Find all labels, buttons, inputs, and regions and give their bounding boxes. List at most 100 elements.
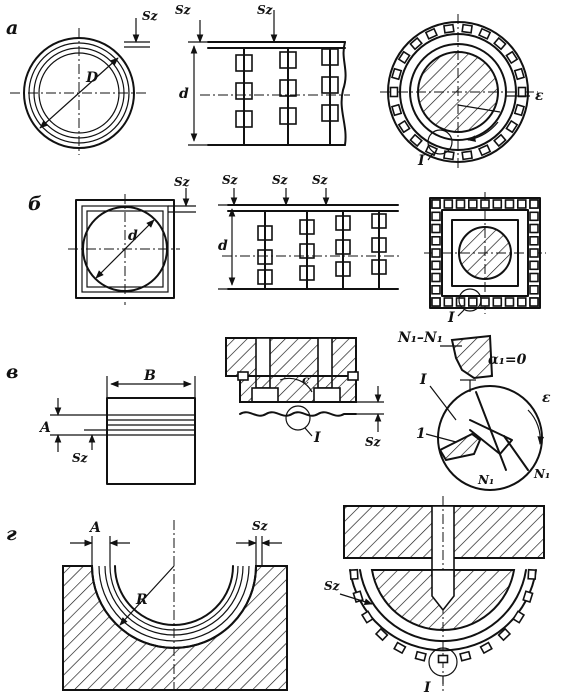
ring-tooth: [504, 199, 515, 209]
ring-tooth: [455, 199, 466, 209]
ring-tooth: [443, 199, 454, 209]
ring-tooth: [529, 223, 539, 234]
ring-tooth: [431, 223, 441, 234]
row-v-section-n1: N₁–N₁ α₁=0 ε I 1 N₁ N₁: [397, 330, 551, 491]
angle-label-eps-a: ε: [535, 88, 544, 104]
feed-label-b3: Sz: [272, 173, 289, 187]
ring-tooth: [461, 23, 473, 34]
ring-tooth: [443, 297, 454, 307]
ring-tooth: [497, 627, 512, 642]
ring-tooth: [513, 103, 526, 117]
ring-tooth: [437, 654, 449, 664]
diameter-label-d-b2: d: [218, 238, 228, 254]
ring-tooth: [397, 50, 411, 65]
tooth-column-1: [235, 47, 253, 146]
feed-label-v2: Sz: [365, 435, 382, 449]
ring-tooth: [431, 284, 441, 295]
ring-tooth: [492, 199, 503, 209]
detail-label-g: I: [423, 680, 431, 696]
detail-label-a: I: [417, 153, 425, 169]
tooth-column-2: [279, 47, 297, 146]
n1-label-right: N₁: [533, 467, 550, 481]
ring-teeth-b: [431, 199, 539, 307]
ring-tooth: [529, 199, 539, 209]
feed-label-a3: Sz: [257, 3, 274, 17]
ring-tooth: [431, 272, 441, 283]
radius-label-R: R: [135, 592, 148, 608]
ring-tooth: [390, 67, 403, 81]
ring-tooth: [360, 610, 374, 624]
ring-tooth: [516, 199, 527, 209]
spacing-label-c: c: [302, 373, 310, 387]
row-v-broach-assembly: c I Sz: [225, 337, 384, 449]
row-a-roll-side-view: d Sz Sz: [175, 3, 350, 146]
feed-label-b4: Sz: [312, 173, 329, 187]
ring-tooth: [431, 199, 441, 209]
ring-tooth: [479, 641, 493, 655]
part-label-1: 1: [416, 426, 426, 442]
ring-tooth: [529, 236, 539, 246]
ring-tooth: [459, 650, 472, 662]
feed-label-a2: Sz: [175, 3, 192, 17]
feed-label-g2: Sz: [324, 579, 341, 593]
ring-tooth: [529, 260, 539, 271]
tooth-column-b2: [299, 210, 315, 290]
row-label-b: б: [28, 193, 42, 215]
ring-tooth: [397, 119, 411, 134]
row-a-concentric-rings: D Sz: [10, 9, 159, 155]
ring-tooth: [527, 568, 537, 580]
ring-tooth: [389, 86, 399, 98]
ring-tooth: [522, 590, 534, 603]
ring-tooth: [529, 211, 539, 222]
ring-tooth: [390, 103, 403, 117]
ring-tooth: [443, 150, 455, 161]
section-label: N₁–N₁: [397, 330, 443, 346]
detail-label-v2: I: [419, 372, 427, 388]
ring-tooth: [443, 23, 455, 34]
feed-label-b1: Sz: [174, 175, 191, 189]
ring-tooth: [409, 36, 423, 51]
ring-tooth: [349, 568, 359, 580]
ring-tooth: [480, 297, 490, 307]
ring-tooth: [529, 272, 539, 283]
diameter-label-d-a: d: [179, 86, 189, 102]
row-label-v: в: [6, 361, 18, 383]
row-a-cross-section: ε I: [380, 14, 544, 170]
row-b-square-cross-section: I: [424, 192, 546, 326]
tooth-column-b3: [335, 210, 351, 290]
ring-tooth: [477, 27, 492, 40]
ring-tooth: [505, 119, 519, 134]
depth-label-A-v: A: [38, 420, 51, 436]
row-label-g: г: [6, 523, 17, 545]
ring-tooth: [477, 144, 492, 157]
ring-tooth: [467, 297, 478, 307]
ring-tooth: [529, 297, 539, 307]
row-b-roll-side-view: d Sz Sz Sz: [218, 173, 402, 290]
detail-label-v1: I: [313, 430, 321, 446]
ring-tooth: [467, 199, 478, 209]
row-g-rotary-broach: Sz I: [324, 496, 545, 696]
ring-tooth: [431, 260, 441, 271]
ring-tooth: [414, 650, 427, 662]
tooth-column-b1: [257, 210, 273, 290]
ring-tooth: [431, 236, 441, 246]
row-v-flat-plate: B A Sz: [38, 368, 196, 485]
row-g-half-bore-block: R A Sz: [62, 519, 288, 691]
feed-label-g1: Sz: [252, 519, 269, 533]
row-b-square-blank: d Sz: [68, 175, 196, 305]
ring-tooth: [513, 67, 526, 81]
ring-tooth: [505, 50, 519, 65]
depth-label-A-g: A: [88, 520, 101, 536]
ring-tooth: [517, 86, 527, 98]
ring-tooth: [480, 199, 490, 209]
ring-tooth: [504, 297, 515, 307]
feed-label-b2: Sz: [222, 173, 239, 187]
ring-tooth: [409, 133, 423, 148]
ring-tooth: [393, 641, 407, 655]
ring-tooth: [431, 297, 441, 307]
ring-teeth-g: [349, 568, 537, 664]
row-label-a: а: [6, 17, 18, 39]
detail-label-b: I: [447, 310, 455, 326]
rake-angle-label: α₁=0: [488, 352, 527, 368]
ring-tooth: [431, 211, 441, 222]
